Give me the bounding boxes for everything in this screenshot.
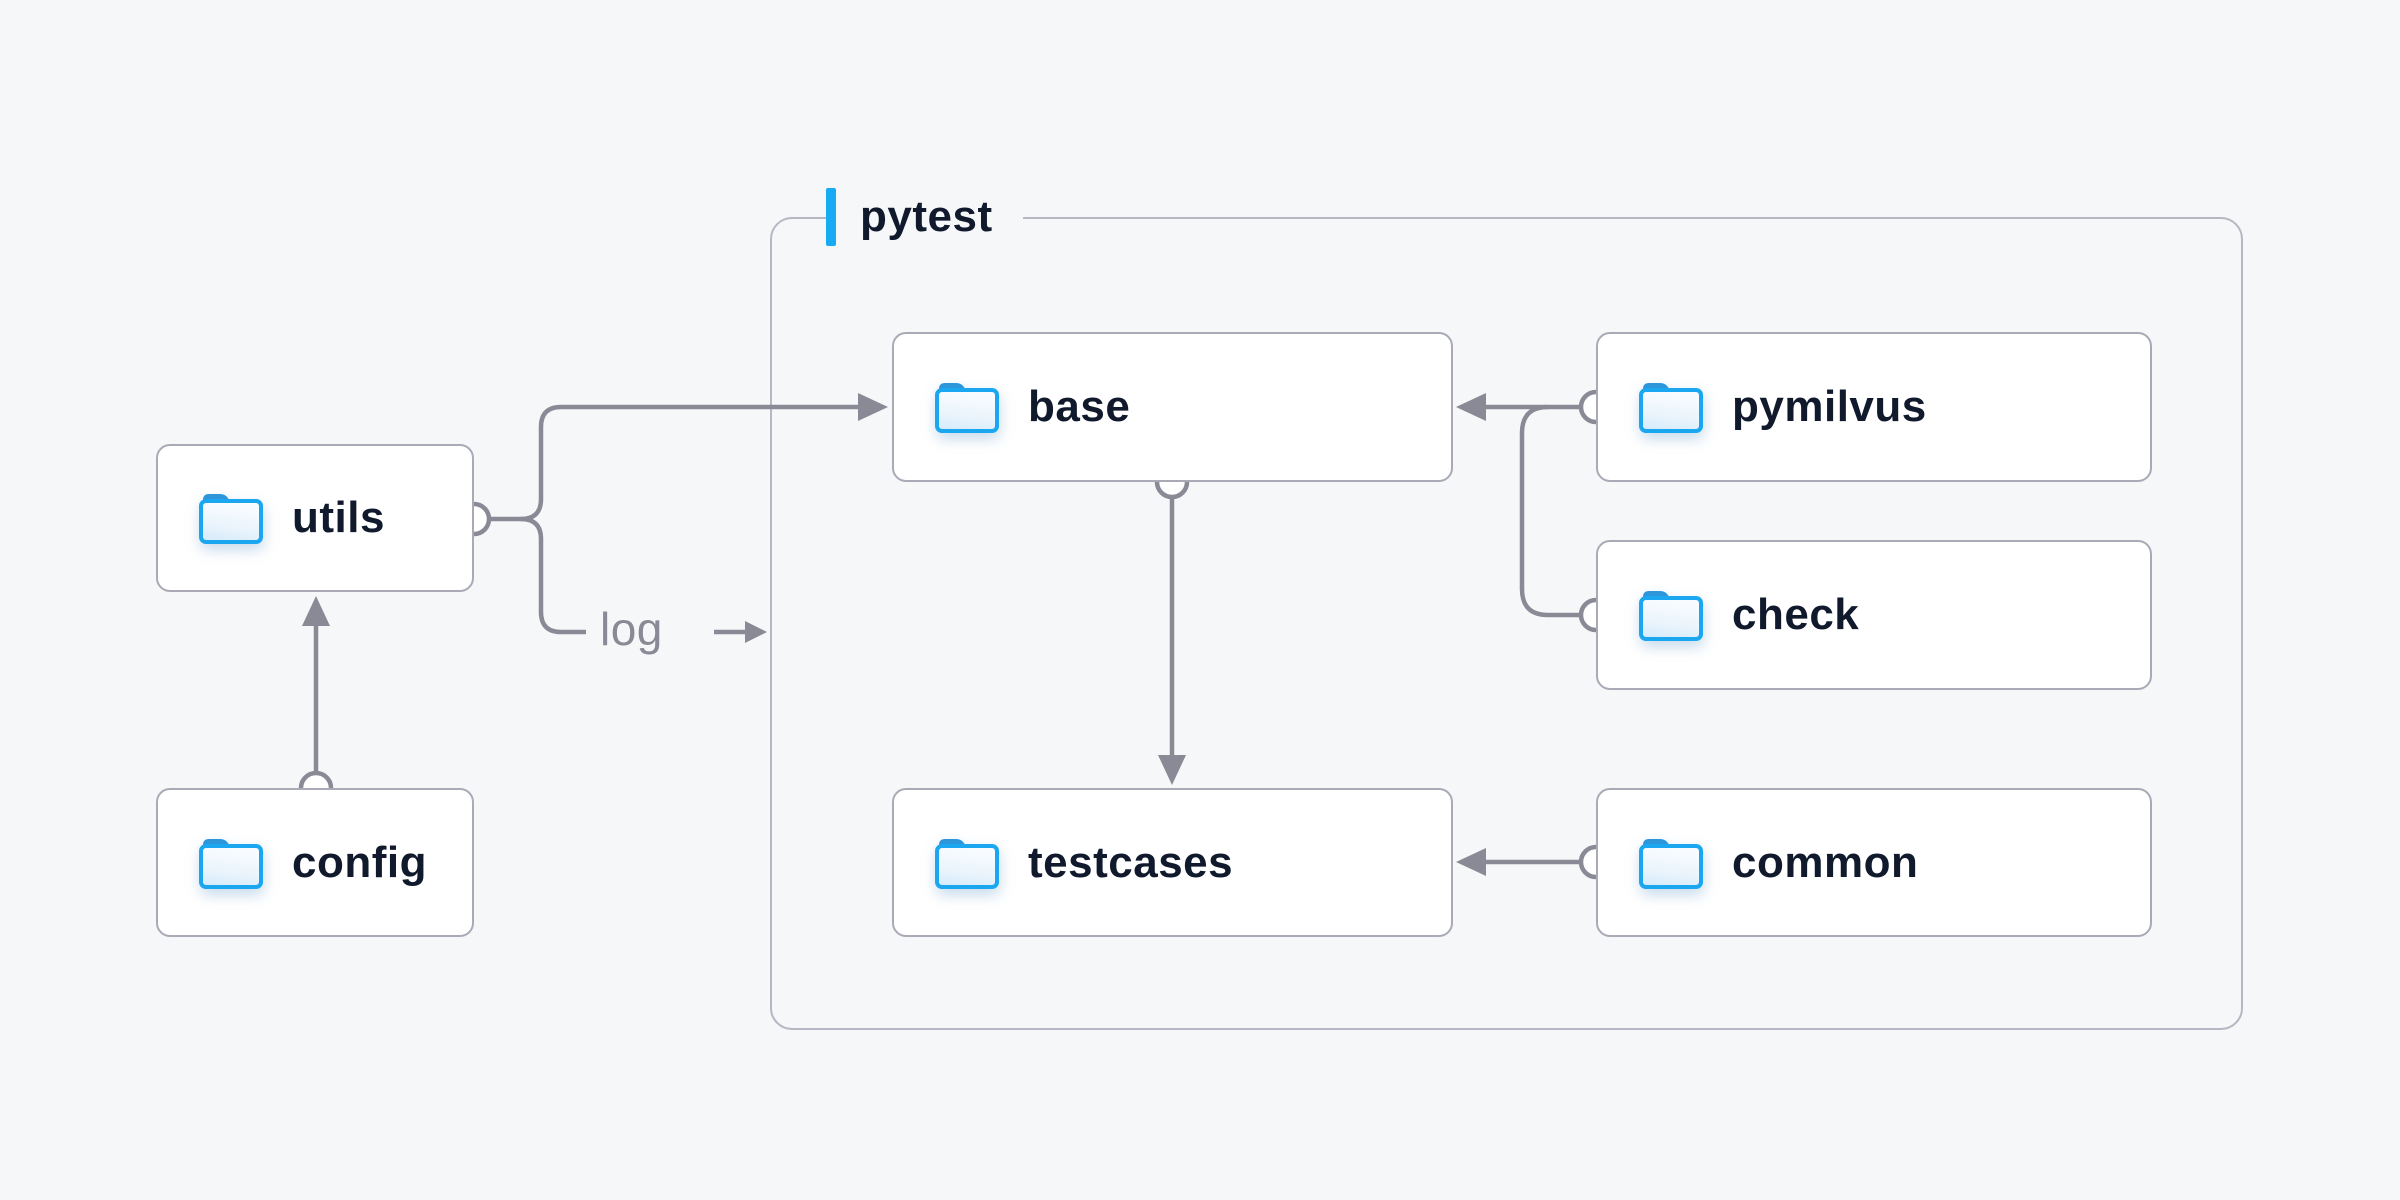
arrow-into-utils xyxy=(302,596,330,626)
folder-icon xyxy=(935,838,999,889)
node-label: base xyxy=(1028,382,1131,431)
node-label: common xyxy=(1732,837,1919,887)
folder-icon xyxy=(1639,838,1703,889)
node-label: utils xyxy=(292,493,385,542)
node-testcases: testcases xyxy=(892,788,1453,937)
pytest-label-text: pytest xyxy=(860,192,993,241)
log-label: log xyxy=(600,603,663,655)
node-label: testcases xyxy=(1028,837,1234,887)
node-pymilvus: pymilvus xyxy=(1596,332,2152,482)
node-label: pymilvus xyxy=(1732,382,1927,431)
node-utils: utils xyxy=(156,444,474,592)
edge-log-arrow xyxy=(714,621,767,643)
arrow-into-pytest xyxy=(745,621,767,643)
folder-icon xyxy=(199,838,263,889)
node-config: config xyxy=(156,788,474,937)
pytest-label: pytest xyxy=(826,186,1023,248)
node-base: base xyxy=(892,332,1453,482)
edge-config-utils xyxy=(302,596,330,773)
folder-icon xyxy=(1639,383,1703,433)
folder-icon xyxy=(935,383,999,433)
folder-icon xyxy=(1639,591,1703,641)
node-label: config xyxy=(292,837,427,887)
node-label: check xyxy=(1732,590,1860,639)
accent-bar xyxy=(826,188,836,246)
folder-icon xyxy=(199,494,263,544)
node-common: common xyxy=(1596,788,2152,937)
node-check: check xyxy=(1596,540,2152,690)
pytest-container xyxy=(770,217,2243,1030)
